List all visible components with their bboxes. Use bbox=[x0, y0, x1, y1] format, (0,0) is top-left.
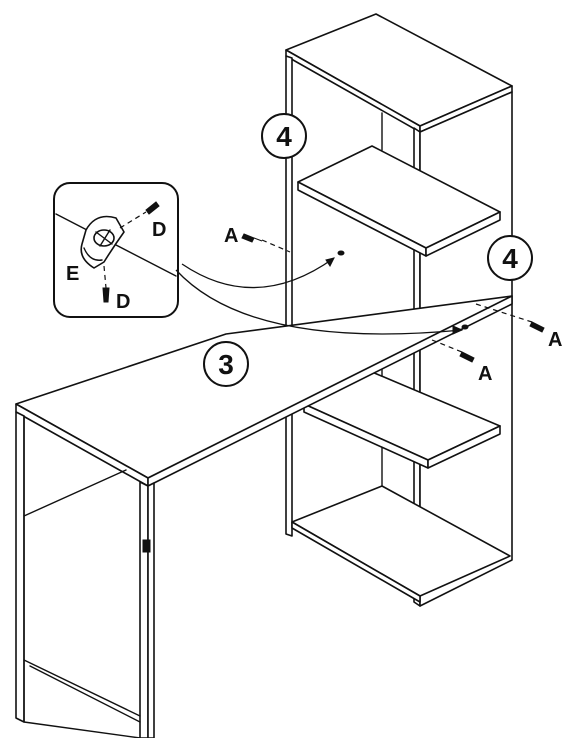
arrow-head bbox=[452, 325, 464, 335]
bracket-e-detail bbox=[99, 229, 111, 247]
label-screw-d-bottom: D bbox=[116, 291, 130, 313]
desktop-side-edge bbox=[147, 295, 513, 487]
screw-a-right-guide bbox=[475, 303, 533, 323]
screw-a-left-body bbox=[241, 233, 255, 243]
shelf-bottom-edge bbox=[291, 521, 421, 603]
desk-leg-front-right bbox=[139, 481, 149, 739]
step-number: 4 bbox=[502, 243, 518, 274]
screw-a-right-body bbox=[529, 321, 545, 333]
screw-a-right bbox=[475, 303, 545, 333]
bracket-e-detail bbox=[95, 231, 113, 245]
bookshelf-unit bbox=[285, 13, 513, 607]
label-screw-a-right: A bbox=[548, 329, 562, 351]
label-screw-a-lower: A bbox=[478, 363, 492, 385]
desk-unit bbox=[15, 295, 513, 739]
screw-d-bottom-body bbox=[102, 287, 110, 303]
desktop-hole bbox=[337, 250, 345, 256]
detail-inset bbox=[53, 182, 179, 318]
desk-leg-back-rail bbox=[23, 469, 127, 517]
arrow-to-upper-hole bbox=[181, 257, 335, 289]
screw-a-left bbox=[241, 233, 291, 253]
screw-a-left-tip bbox=[253, 237, 263, 242]
arrow-head bbox=[325, 257, 335, 267]
screw-a-lower-body bbox=[459, 351, 475, 363]
desk-leg-inner-frame bbox=[23, 415, 141, 739]
screw-d-bottom-guide bbox=[103, 265, 107, 289]
step-number: 4 bbox=[276, 121, 292, 152]
label-screw-a-left: A bbox=[224, 225, 238, 247]
detail-inset-panel-line bbox=[55, 213, 177, 277]
step-badge-4-top: 4 bbox=[261, 113, 307, 159]
label-screw-d-top: D bbox=[152, 219, 166, 241]
desk-leg-bottom-rail-inner bbox=[29, 665, 141, 723]
desk-leg-hinge bbox=[142, 539, 151, 553]
step-badge-3: 3 bbox=[203, 341, 249, 387]
label-bracket-e: E bbox=[66, 263, 79, 285]
desk-leg-side bbox=[147, 482, 155, 739]
desktop-hole bbox=[461, 324, 469, 330]
desk-leg-front-left bbox=[15, 411, 25, 723]
shelf-board-2-edge-right bbox=[427, 425, 501, 469]
bracket-e-detail bbox=[83, 247, 103, 261]
detail-inset-frame bbox=[53, 182, 179, 318]
bracket-e bbox=[80, 215, 125, 269]
step-number: 3 bbox=[218, 349, 234, 380]
arrow-to-right-hole bbox=[175, 269, 463, 335]
shelf-board-1-edge-right bbox=[425, 211, 501, 257]
screw-a-lower bbox=[431, 339, 475, 363]
desk-leg-bottom-rail bbox=[23, 659, 141, 717]
step-badge-4-right: 4 bbox=[487, 235, 533, 281]
screw-d-top-body bbox=[145, 201, 160, 215]
